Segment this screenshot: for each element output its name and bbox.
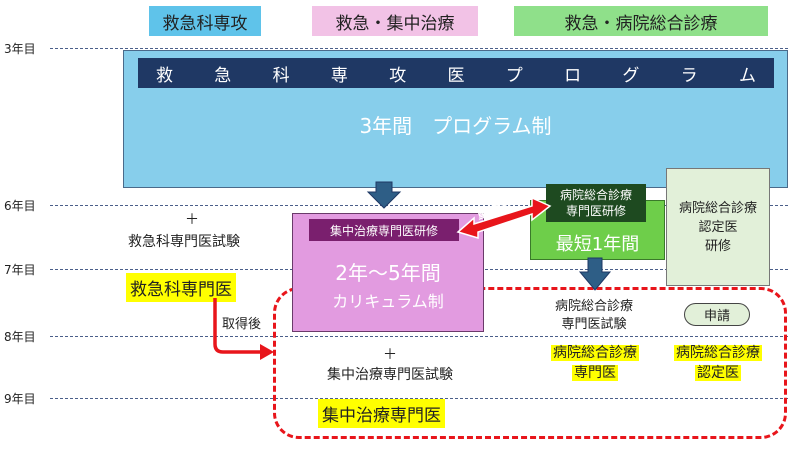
general-certified-line2: 認定医 — [695, 365, 741, 381]
general-specialist-line2: 専門医 — [572, 365, 618, 381]
emergency-specialist-badge: 救急科専門医 — [126, 273, 236, 302]
program-title-char: 専 — [330, 65, 348, 86]
program-title-char: 救 — [156, 65, 173, 86]
certified-training-line1: 病院総合診療 — [678, 200, 757, 216]
program-title-bar: 救急科専攻医プログラム — [138, 58, 774, 88]
certified-training-line3: 研修 — [704, 238, 731, 254]
year-label-8: 8年目 — [4, 330, 36, 344]
general-specialist-line1: 病院総合診療 — [551, 345, 639, 361]
program-title-char: ラ — [680, 65, 698, 86]
general-exam-line2: 専門医試験 — [561, 317, 627, 332]
exam2-text: 集中治療専門医試験 — [327, 367, 453, 383]
program-title-char: ム — [738, 65, 756, 86]
after-acquisition-label: 取得後 — [222, 317, 262, 332]
program-duration: 3年間 プログラム制 — [359, 113, 552, 138]
general-training-header-line2: 専門医研修 — [565, 204, 626, 218]
program-title-char: 科 — [272, 65, 290, 86]
header-icu-label: 救急・集中治療 — [335, 13, 455, 34]
icu-specialist-badge: 集中治療専門医 — [318, 399, 445, 428]
year-line-6 — [50, 205, 788, 206]
header-icu: 救急・集中治療 — [312, 6, 478, 36]
program-title-char: グ — [622, 65, 640, 86]
overlap-double-arrow-icon — [456, 196, 552, 240]
program-box: 救 急 科 専 攻 医 プ ロ グ ラ ム 3年間 プログラム制 — [123, 50, 788, 188]
exam2-plus: ＋ — [383, 347, 397, 363]
after-acquisition-arrowhead-icon — [260, 344, 274, 360]
general-exam-line1: 病院総合診療 — [554, 299, 633, 314]
icu-training-header: 集中治療専門医研修 — [309, 219, 459, 241]
header-general-label: 救急・病院総合診療 — [564, 13, 718, 34]
exam1-plus: ＋ — [185, 212, 199, 228]
exam1-text: 救急科専門医試験 — [128, 234, 240, 250]
year-line-3 — [50, 48, 788, 49]
program-title-char: 急 — [214, 65, 232, 86]
program-title-char: 医 — [447, 65, 465, 86]
program-title-char: ロ — [564, 65, 582, 86]
general-certified-line1: 病院総合診療 — [674, 345, 762, 361]
program-title-char: プ — [505, 65, 523, 86]
general-training-header-line1: 病院総合診療 — [559, 188, 632, 202]
year-label-3: 3年目 — [4, 42, 36, 56]
icu-curriculum: カリキュラム制 — [332, 292, 444, 311]
apply-pill: 申請 — [684, 303, 750, 326]
general-specialist-badge: 病院総合診療 専門医 — [546, 343, 644, 383]
certified-training-box: 病院総合診療 認定医 研修 — [666, 168, 770, 286]
year-line-8 — [50, 336, 788, 337]
down-arrow-general-icon — [578, 257, 612, 291]
specialist-zone-border — [273, 287, 787, 439]
general-exam-text: 病院総合診療 専門医試験 — [548, 298, 640, 334]
general-training-header: 病院総合診療 専門医研修 — [546, 184, 646, 222]
certified-training-line2: 認定医 — [698, 219, 738, 235]
after-acquisition-arrow-line — [213, 298, 262, 354]
general-certified-badge: 病院総合診療 認定医 — [666, 343, 770, 383]
icu-training-box: 集中治療専門医研修 2年〜5年間 カリキュラム制 — [292, 213, 484, 332]
header-emergency-label: 救急科専攻 — [162, 13, 248, 34]
icu-duration: 2年〜5年間 — [335, 260, 441, 285]
program-title-char: 攻 — [389, 65, 407, 86]
header-emergency-specialty: 救急科専攻 — [149, 6, 261, 36]
general-training-duration: 最短1年間 — [555, 234, 640, 255]
year-line-9 — [50, 398, 788, 399]
year-label-6: 6年目 — [4, 199, 36, 213]
year-label-9: 9年目 — [4, 392, 36, 406]
header-general-medicine: 救急・病院総合診療 — [514, 6, 768, 36]
year-label-7: 7年目 — [4, 263, 36, 277]
down-arrow-icu-icon — [366, 181, 402, 209]
